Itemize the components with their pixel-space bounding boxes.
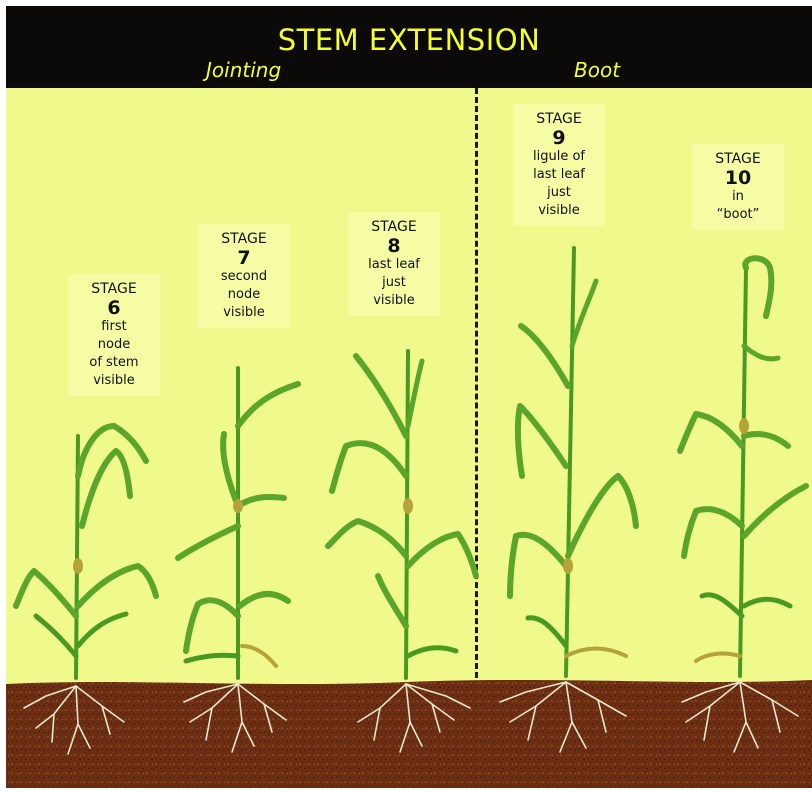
plant-stage-6 <box>16 426 156 754</box>
stage-6-heading: STAGE <box>68 280 160 298</box>
stage-8-heading: STAGE <box>348 218 440 236</box>
plant-stage-7 <box>178 368 298 752</box>
stage-7-number: 7 <box>198 248 290 268</box>
diagram-frame: STEM EXTENSION Jointing Boot <box>6 6 812 788</box>
stage-10-description: in “boot” <box>692 188 784 224</box>
stage-9-heading: STAGE <box>513 110 605 128</box>
stage-7-description: second node visible <box>198 268 290 322</box>
plant-stage-9 <box>500 248 636 752</box>
stage-8-description: last leaf just visible <box>348 256 440 310</box>
stage-8-number: 8 <box>348 236 440 256</box>
stage-10-label: STAGE 10 in “boot” <box>692 144 784 230</box>
stage-8-label: STAGE 8 last leaf just visible <box>348 212 440 316</box>
stage-6-label: STAGE 6 first node of stem visible <box>68 274 160 396</box>
stage-9-description: ligule of last leaf just visible <box>513 148 605 220</box>
stage-10-number: 10 <box>692 168 784 188</box>
stage-10-heading: STAGE <box>692 150 784 168</box>
stage-7-label: STAGE 7 second node visible <box>198 224 290 328</box>
stage-7-heading: STAGE <box>198 230 290 248</box>
plant-stage-8 <box>328 351 476 752</box>
stage-6-description: first node of stem visible <box>68 318 160 390</box>
plant-stage-10 <box>680 258 806 752</box>
plants-illustration <box>6 6 812 788</box>
stage-9-number: 9 <box>513 128 605 148</box>
stage-6-number: 6 <box>68 298 160 318</box>
stage-9-label: STAGE 9 ligule of last leaf just visible <box>513 104 605 226</box>
